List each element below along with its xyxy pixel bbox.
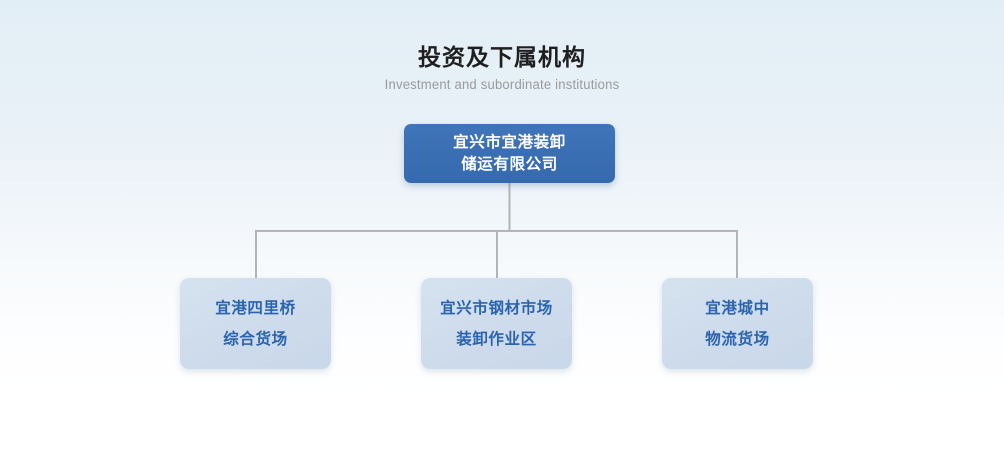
org-node-root[interactable]: 宜兴市宜港装卸 储运有限公司 [404,124,615,183]
org-node-child-2-line-2: 物流货场 [705,330,770,348]
org-node-root-line-2: 储运有限公司 [461,155,558,173]
page-title: 投资及下属机构 [418,44,586,70]
org-node-child-0[interactable]: 宜港四里桥 综合货场 [180,278,331,369]
org-node-child-0-line-2: 综合货场 [223,330,288,348]
org-node-child-0-line-1: 宜港四里桥 [215,299,296,317]
org-node-child-1-line-1: 宜兴市钢材市场 [440,299,553,317]
org-node-child-2-line-1: 宜港城中 [705,299,770,317]
page-header: 投资及下属机构 Investment and subordinate insti… [0,42,1004,95]
org-node-root-line-1: 宜兴市宜港装卸 [453,133,566,151]
org-node-child-1-line-2: 装卸作业区 [456,330,537,348]
org-node-child-1[interactable]: 宜兴市钢材市场 装卸作业区 [421,278,572,369]
page-subtitle: Investment and subordinate institutions [384,77,620,92]
org-node-child-2[interactable]: 宜港城中 物流货场 [662,278,813,369]
